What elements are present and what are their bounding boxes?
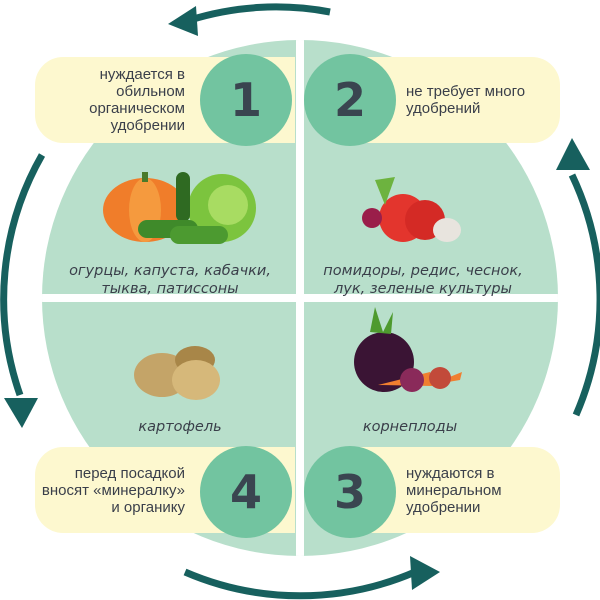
stage-2-number: 2 — [304, 54, 396, 146]
stage-4-crops: картофель — [138, 419, 222, 435]
stage-1-crops: огурцы, капуста, кабачки, тыква, патиссо… — [69, 263, 271, 297]
carrot-icon — [378, 367, 462, 392]
potato-icon — [134, 346, 220, 400]
cucumber-icon — [138, 172, 228, 244]
stage-3-number: 3 — [304, 446, 396, 538]
cycle-arrow-icon — [0, 3, 600, 600]
stage-4-number: 4 — [200, 446, 292, 538]
stage-3-crops: корнеплоды — [362, 419, 458, 435]
stage-1-number: 1 — [200, 54, 292, 146]
stage-2-crops: помидоры, редис, чеснок, лук, зеленые ку… — [323, 263, 523, 297]
arrowheads — [4, 6, 590, 590]
cabbage-icon — [188, 174, 256, 242]
garlic-icon — [433, 218, 461, 242]
beet-icon — [354, 307, 414, 392]
radish-icon — [362, 208, 382, 228]
